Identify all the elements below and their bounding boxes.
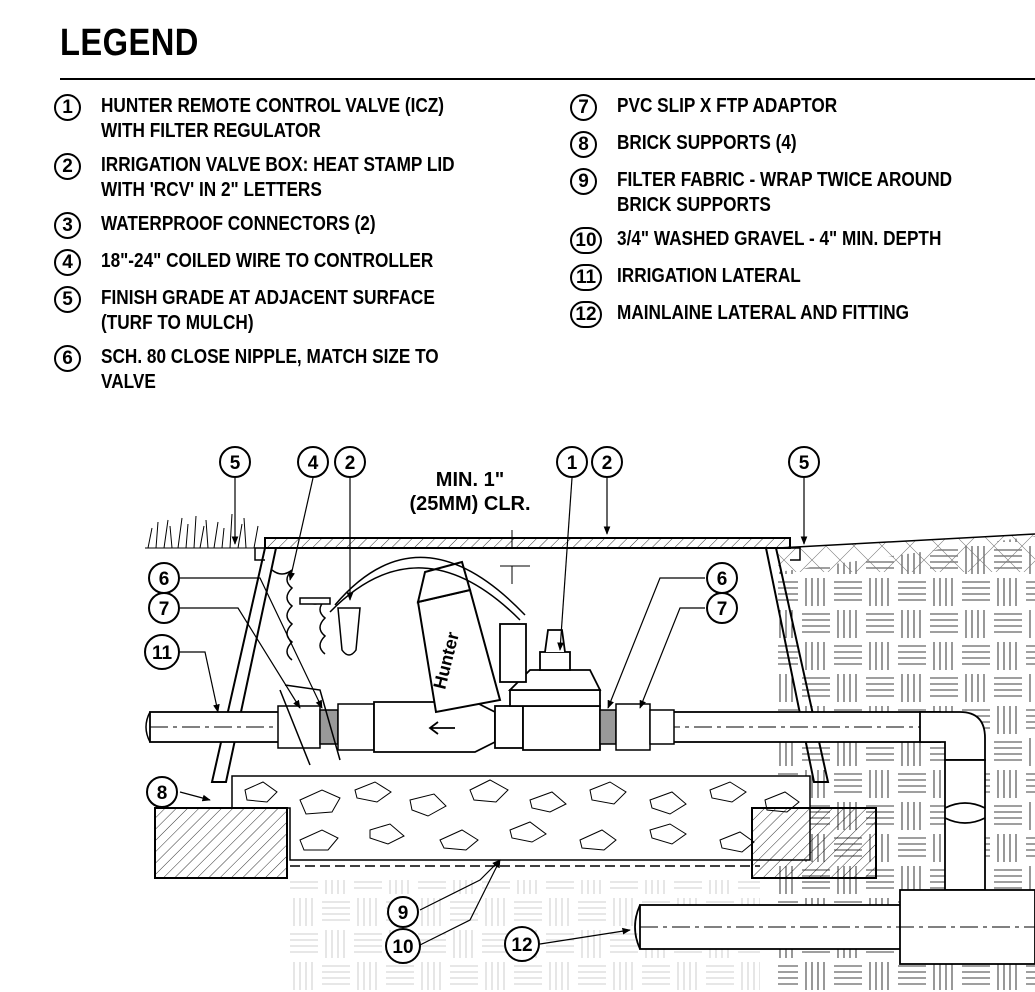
legend-text-6: SCH. 80 CLOSE NIPPLE, MATCH SIZE TO VALV… (101, 346, 439, 393)
svg-text:1: 1 (567, 453, 578, 474)
svg-text:2: 2 (602, 453, 613, 474)
legend-number-9: 9 (570, 168, 597, 195)
legend-text-4: 18"-24" COILED WIRE TO CONTROLLER (101, 250, 434, 272)
svg-text:9: 9 (398, 903, 409, 924)
filter-regulator-body (373, 701, 496, 753)
callout-12: 12 (504, 926, 540, 962)
legend-item-7: 7 PVC SLIP X FTP ADAPTOR (570, 94, 1035, 122)
callout-7-right: 7 (706, 592, 738, 624)
legend-text-8: BRICK SUPPORTS (4) (617, 132, 797, 154)
callout-5-left: 5 (219, 446, 251, 478)
callout-8: 8 (146, 776, 178, 808)
legend-number-4: 4 (54, 249, 81, 276)
legend-text-3: WATERPROOF CONNECTORS (2) (101, 213, 376, 235)
legend-number-2: 2 (54, 153, 81, 180)
svg-text:7: 7 (717, 599, 728, 620)
valve-box-lid (264, 537, 791, 549)
callout-1: 1 (556, 446, 588, 478)
legend-text-12: MAINLAINE LATERAL AND FITTING (617, 302, 910, 324)
callout-6-right: 6 (706, 562, 738, 594)
remote-control-valve (494, 623, 602, 751)
legend-number-3: 3 (54, 212, 81, 239)
brick-support-left (154, 807, 288, 879)
legend-item-1: 1 HUNTER REMOTE CONTROL VALVE (ICZ) WITH… (54, 94, 554, 144)
brick-support-right (751, 807, 877, 879)
legend-item-4: 4 18"-24" COILED WIRE TO CONTROLLER (54, 249, 554, 277)
valve-box-section-drawing: Hunter (144, 446, 1035, 992)
turf-grass (145, 513, 262, 549)
svg-text:10: 10 (392, 937, 413, 958)
svg-text:12: 12 (511, 935, 532, 956)
legend-text-5: FINISH GRADE AT ADJACENT SURFACE (TURF T… (101, 287, 435, 334)
svg-text:5: 5 (230, 453, 241, 474)
callout-10: 10 (385, 928, 421, 964)
valve-box (210, 537, 830, 783)
legend-text-1: HUNTER REMOTE CONTROL VALVE (ICZ) WITH F… (101, 95, 445, 142)
callout-5-right: 5 (788, 446, 820, 478)
legend-title: LEGEND (60, 22, 199, 64)
svg-text:2: 2 (345, 453, 356, 474)
svg-text:8: 8 (157, 783, 168, 804)
legend-item-9: 9 FILTER FABRIC - WRAP TWICE AROUND BRIC… (570, 168, 1035, 218)
gravel-layer (231, 775, 811, 867)
callout-7-left: 7 (148, 592, 180, 624)
legend-number-7: 7 (570, 94, 597, 121)
mainline-pipe (634, 889, 1035, 965)
clearance-label-line2: (25MM) CLR. (409, 493, 530, 515)
svg-text:6: 6 (159, 569, 170, 590)
callout-2-right: 2 (591, 446, 623, 478)
legend-item-10: 10 3/4" WASHED GRAVEL - 4" MIN. DEPTH (570, 227, 1035, 255)
legend-text-10: 3/4" WASHED GRAVEL - 4" MIN. DEPTH (617, 228, 942, 250)
legend-item-8: 8 BRICK SUPPORTS (4) (570, 131, 1035, 159)
legend-number-12: 12 (570, 301, 602, 328)
legend-divider (60, 78, 1035, 80)
elbow-and-riser (919, 711, 986, 891)
callout-6-left: 6 (148, 562, 180, 594)
legend-text-11: IRRIGATION LATERAL (617, 265, 801, 287)
legend-text-7: PVC SLIP X FTP ADAPTOR (617, 95, 838, 117)
callout-2-left: 2 (334, 446, 366, 478)
clearance-dimension (500, 530, 530, 584)
legend-number-11: 11 (570, 264, 602, 291)
filter-regulator-canister: Hunter (416, 560, 502, 714)
svg-text:11: 11 (152, 643, 173, 664)
legend-column-left: 1 HUNTER REMOTE CONTROL VALVE (ICZ) WITH… (54, 94, 554, 404)
legend-text-2: IRRIGATION VALVE BOX: HEAT STAMP LID WIT… (101, 154, 455, 201)
legend-number-1: 1 (54, 94, 81, 121)
legend-number-10: 10 (570, 227, 602, 254)
legend-item-6: 6 SCH. 80 CLOSE NIPPLE, MATCH SIZE TO VA… (54, 345, 554, 395)
legend-item-12: 12 MAINLAINE LATERAL AND FITTING (570, 301, 1035, 329)
legend-item-5: 5 FINISH GRADE AT ADJACENT SURFACE (TURF… (54, 286, 554, 336)
callout-11: 11 (144, 634, 180, 670)
legend-text-9: FILTER FABRIC - WRAP TWICE AROUND BRICK … (617, 169, 953, 216)
svg-text:7: 7 (159, 599, 170, 620)
legend-item-3: 3 WATERPROOF CONNECTORS (2) (54, 212, 554, 240)
legend-number-8: 8 (570, 131, 597, 158)
svg-text:5: 5 (799, 453, 810, 474)
legend-number-6: 6 (54, 345, 81, 372)
svg-text:4: 4 (308, 453, 319, 474)
callout-4: 4 (297, 446, 329, 478)
legend-number-5: 5 (54, 286, 81, 313)
clearance-label-line1: MIN. 1" (436, 469, 504, 491)
waterproof-connectors (299, 597, 361, 656)
svg-text:6: 6 (717, 569, 728, 590)
legend-column-right: 7 PVC SLIP X FTP ADAPTOR 8 BRICK SUPPORT… (570, 94, 1035, 338)
leader-lines (179, 477, 808, 946)
adaptor-and-nipple-right (599, 703, 675, 751)
callout-9: 9 (387, 896, 419, 928)
callout-bubbles: 5 4 2 1 2 5 6 7 (144, 446, 820, 964)
legend-item-11: 11 IRRIGATION LATERAL (570, 264, 1035, 292)
legend-item-2: 2 IRRIGATION VALVE BOX: HEAT STAMP LID W… (54, 153, 554, 203)
